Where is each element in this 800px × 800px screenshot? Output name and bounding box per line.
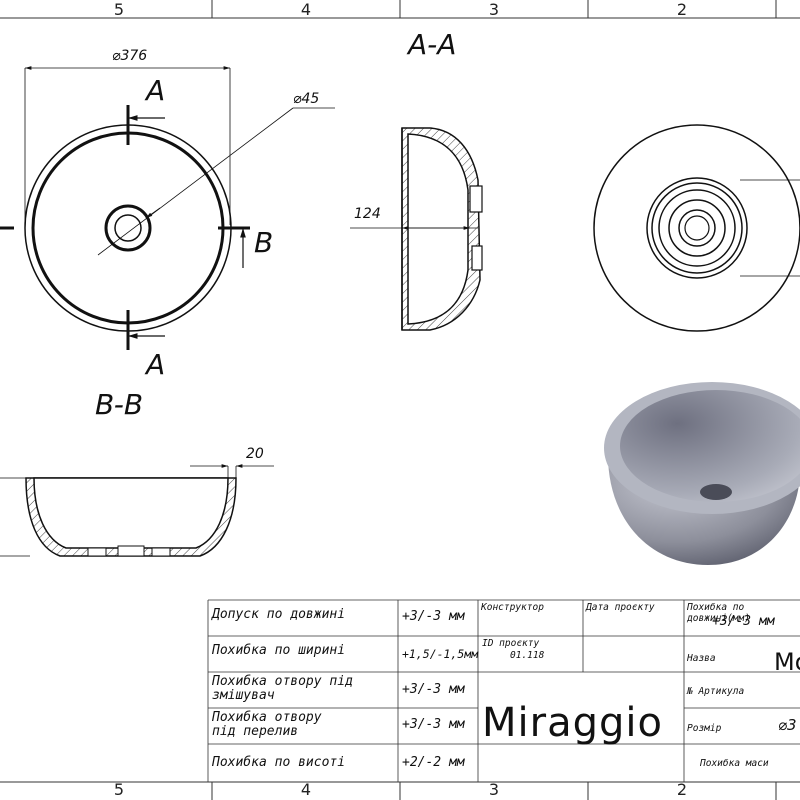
size-label: Розмір [687,723,722,734]
zone-number: 3 [488,0,500,19]
tolerance-label: Похибка отвору під змішувач [212,674,353,703]
tolerance-label: Похибка по висоті [212,755,346,770]
tolerance-label: Похибка по ширині [212,643,346,658]
project-id-value: 01.118 [510,650,545,661]
zone-number: 4 [300,0,312,19]
dimension-drain-diameter: ⌀45 [293,91,320,107]
size-value: ⌀3 [778,716,797,734]
tolerance-label: Допуск по довжині [212,607,346,622]
project-id-label: ID проєкту [482,638,540,649]
zone-number: 5 [113,0,125,19]
tolerance-value: +3/-3 мм [402,717,465,732]
cut-label-a-bottom: A [146,348,166,381]
bottom-view [593,124,800,332]
project-date-label: Дата проєкту [586,602,655,613]
zone-number: 5 [113,780,125,799]
zone-number: 4 [300,780,312,799]
section-aa-title: A-A [408,28,457,61]
plan-view [0,66,335,350]
section-aa-view [350,127,483,331]
bowl-3d-render [604,382,800,565]
tolerance-value: +3/-3 мм [402,682,465,697]
section-bb-view [0,464,274,557]
section-bb-title: B-B [95,388,144,421]
tolerance-value: +3/-3 мм [402,609,465,624]
zone-number: 2 [676,0,688,19]
zone-number: 3 [488,780,500,799]
product-name: Mo [774,648,800,676]
cut-label-b: B [254,226,274,259]
tolerance-value: +2/-2 мм [402,755,465,770]
length-tolerance-value: +3/-3 мм [712,614,775,629]
constructor-label: Конструктор [481,602,544,613]
tolerance-value: +1,5/-1,5мм [402,647,479,661]
name-label: Назва [687,653,716,664]
dimension-outer-diameter: ⌀376 [112,48,148,64]
length-tolerance-label: Похибка по довжині(мм) [687,602,750,624]
zone-number: 2 [676,780,688,799]
cut-label-a-top: A [146,74,166,107]
brand-logo: Miraggio [482,700,663,746]
dimension-rim-thickness: 20 [246,446,264,462]
dimension-height: 124 [354,206,381,222]
tolerance-label: Похибка отвору під перелив [212,710,322,739]
title-block-grid [207,599,800,783]
article-label: № Артикула [687,686,745,697]
mass-tolerance-label: Похибка маси [700,758,769,769]
